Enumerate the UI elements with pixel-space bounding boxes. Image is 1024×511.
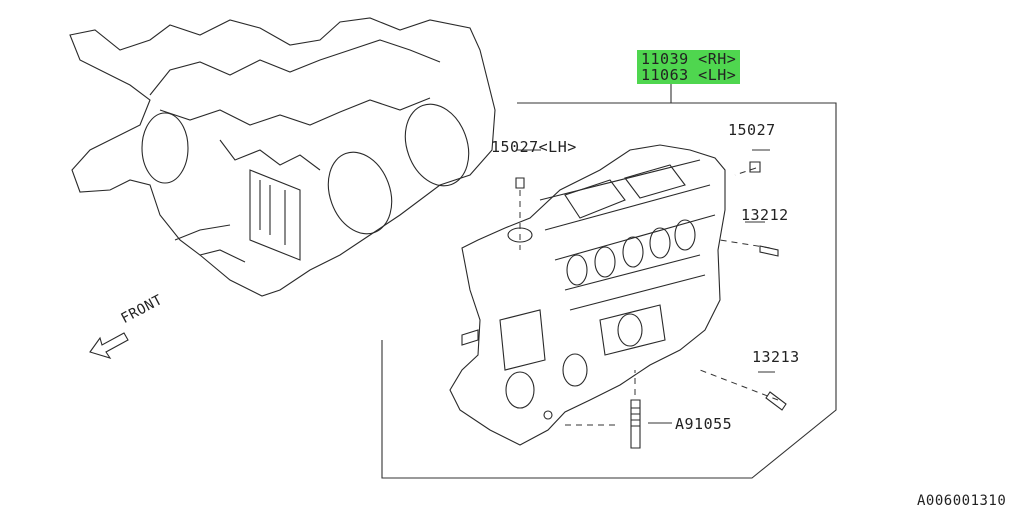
bolt-15027-lh bbox=[515, 177, 525, 189]
callout-part-rh: 11039 <RH> bbox=[637, 50, 741, 68]
bolt-15027 bbox=[749, 161, 761, 173]
engine-block-outline bbox=[69, 17, 496, 297]
cylinder-head-drawing bbox=[449, 144, 726, 446]
callout-frame-lines bbox=[381, 84, 837, 479]
callout-part-lh: 11063 <LH> bbox=[637, 66, 741, 84]
pin-13212 bbox=[759, 245, 779, 257]
callout-pin-lower: 13213 bbox=[752, 348, 800, 366]
callout-bolt-lh: 15027<LH> bbox=[491, 138, 577, 156]
front-arrow-icon bbox=[89, 332, 129, 359]
pin-13213 bbox=[765, 391, 787, 411]
diagram-code: A006001310 bbox=[917, 493, 1007, 509]
callout-stud: A91055 bbox=[675, 415, 733, 433]
callout-pin-upper: 13212 bbox=[741, 206, 789, 224]
stud-a91055 bbox=[630, 399, 641, 449]
callout-bolt: 15027 bbox=[728, 121, 776, 139]
